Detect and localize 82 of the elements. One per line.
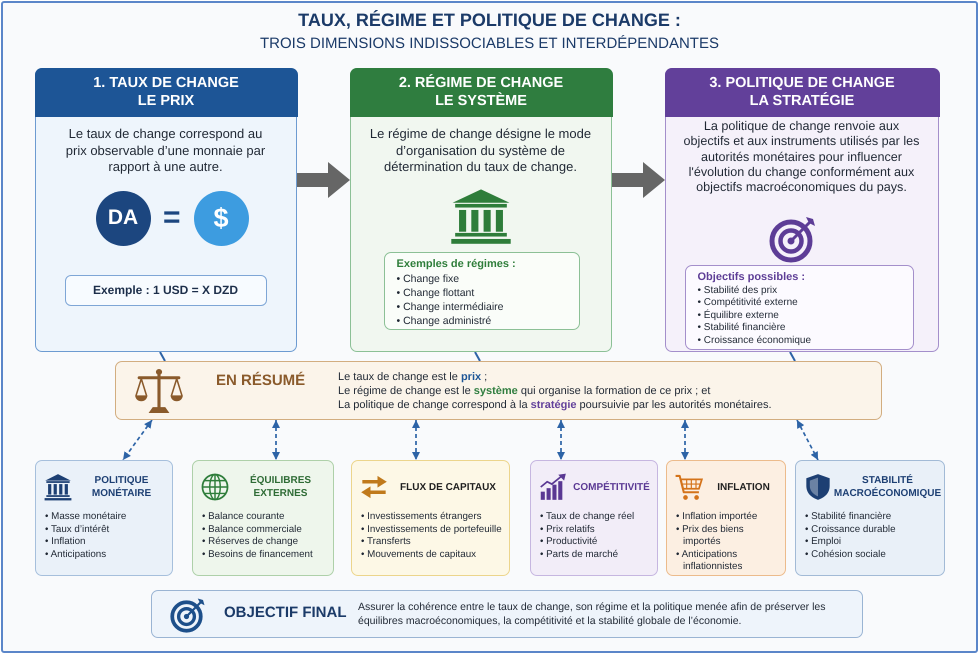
list-item: • Croissance économique <box>698 334 812 348</box>
example-box: Exemple : 1 USD = X DZD <box>64 274 266 306</box>
list-item: • Change administré <box>396 314 492 328</box>
panel-card <box>665 68 939 352</box>
summary-band <box>115 361 882 420</box>
category-card <box>795 460 945 576</box>
description-text: Le taux de change correspond au prix observable d’une monnaie par rapport à une autre. <box>64 126 266 176</box>
double-arrow <box>272 420 280 460</box>
list-item: • Change fixe <box>396 272 460 286</box>
list-item: • Stabilité des prix <box>698 284 778 298</box>
connector-line <box>159 352 166 362</box>
objective-heading: OBJECTIF FINAL <box>224 604 346 622</box>
card-heading: INFLATION <box>717 480 770 494</box>
currency-badge: DA <box>96 190 150 246</box>
subtitle: TROIS DIMENSIONS INDISSOCIABLES ET INTERDÉPENDANTES <box>260 35 719 53</box>
category-card <box>666 460 786 576</box>
list-item: • Anticipations inflationnistes <box>676 548 744 574</box>
block-arrow <box>612 162 665 198</box>
panel-header: 2. RÉGIME DE CHANGE LE SYSTÈME <box>350 68 612 116</box>
list-item: • Mouvements de capitaux <box>361 548 476 561</box>
double-arrow <box>796 420 819 460</box>
list-item: • Inflation importée <box>676 511 758 524</box>
description-text: La politique de change renvoie aux objectifs et aux instruments utilisés par les autorités monétaires pour influencer l'évolution du change conformément aux objectifs macroéconomiques du pays. <box>682 119 920 196</box>
category-card <box>351 460 510 576</box>
list-item: • Change flottant <box>396 286 474 300</box>
objective-text: Assurer la cohérence entre le taux de change, son régime et la politique menée afin de préserver les équilibres macroéconomiques, la compétitivité et la stabilité globale de l’économie. <box>358 600 827 628</box>
panel-header: 3. POLITIQUE DE CHANGE LA STRATÉGIE <box>664 68 940 116</box>
panel-header: 1. TAUX DE CHANGE LE PRIX <box>34 68 298 116</box>
list-item: • Anticipations <box>45 548 108 561</box>
objective-band <box>151 590 863 638</box>
list-item: • Croissance durable <box>805 524 896 536</box>
category-card <box>35 460 173 576</box>
list-item: • Investissements étrangers <box>361 511 482 524</box>
block-arrow <box>297 162 350 198</box>
card-heading: POLITIQUE MONÉTAIRE <box>90 474 152 500</box>
currency-badge: $ <box>194 190 248 246</box>
card-heading: ÉQUILIBRES EXTERNES <box>248 474 312 500</box>
list-item: • Besoins de financement <box>202 548 313 561</box>
double-arrow <box>122 420 153 460</box>
list-heading: Exemples de régimes : <box>396 258 516 270</box>
list-item: • Équilibre externe <box>698 310 779 322</box>
list-item: • Balance courante <box>202 511 284 524</box>
summary-line: Le taux de change est le prix ; <box>338 370 488 384</box>
double-arrow <box>557 420 565 460</box>
list-item: • Stabilité financière <box>698 322 786 335</box>
panel-card <box>350 68 612 352</box>
summary-line: La politique de change correspond à la stratégie poursuivie par les autorités monétaires. <box>338 398 772 412</box>
list-item: • Masse monétaire <box>45 511 126 524</box>
list-item: • Emploi <box>805 536 842 548</box>
card-heading: COMPÉTITIVITÉ <box>573 480 650 494</box>
list-item: • Taux d’intérêt <box>45 524 110 536</box>
category-card <box>192 460 334 576</box>
card-heading: FLUX DE CAPITAUX <box>400 480 496 494</box>
panel-card <box>35 68 297 352</box>
equals-sign: = <box>163 203 181 233</box>
list-item: • Change intermédiaire <box>396 300 504 314</box>
category-card <box>530 460 658 576</box>
connector-line <box>789 352 796 362</box>
summary-heading: EN RÉSUMÉ <box>216 372 306 390</box>
list-item: • Taux de change réel <box>540 511 634 524</box>
list-item: • Parts de marché <box>540 548 618 561</box>
list-item: • Balance commerciale <box>202 524 302 536</box>
list-box <box>384 252 580 330</box>
double-arrow <box>681 420 689 460</box>
list-heading: Objectifs possibles : <box>698 270 806 284</box>
list-item: • Prix des biens importés <box>676 524 745 548</box>
list-item: • Stabilité financière <box>805 511 892 524</box>
list-item: • Réserves de change <box>202 536 298 548</box>
double-arrow <box>412 420 420 460</box>
title: TAUX, RÉGIME ET POLITIQUE DE CHANGE : <box>298 9 681 31</box>
list-box <box>684 264 914 350</box>
list-item: • Cohésion sociale <box>805 548 886 561</box>
list-item: • Prix relatifs <box>540 524 595 536</box>
list-item: • Productivité <box>540 536 598 548</box>
list-item: • Inflation <box>45 536 86 548</box>
list-item: • Investissements de portefeuille <box>361 524 502 536</box>
card-heading: STABILITÉ MACROÉCONOMIQUE <box>834 474 942 500</box>
list-item: • Compétitivité externe <box>698 297 798 309</box>
summary-line: Le régime de change est le système qui organise la formation de ce prix ; et <box>338 384 710 398</box>
connector-line <box>474 352 481 362</box>
description-text: Le régime de change désigne le mode d’organisation du système de détermination du taux de change. <box>368 126 592 176</box>
list-item: • Transferts <box>361 536 412 548</box>
